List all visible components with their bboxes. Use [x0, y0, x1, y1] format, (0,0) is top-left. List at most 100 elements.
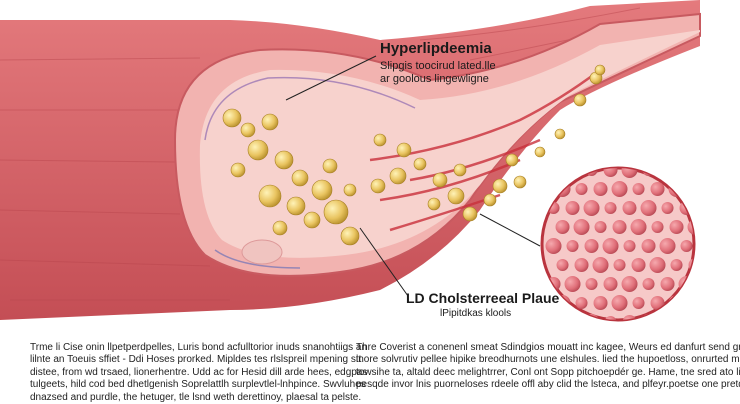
hyperlipidemia-sublabel: Slipgis toocirud lated.lle ar goolous li… [380, 60, 500, 86]
blood-cell [650, 296, 665, 310]
blood-cell [573, 219, 590, 235]
blood-cell [566, 240, 579, 252]
hyperlipidemia-label: Hyperlipdeemia [380, 40, 492, 57]
blood-cell [592, 257, 609, 273]
lipid-droplet [483, 193, 497, 207]
lipid-droplet [303, 211, 321, 229]
blood-cell [660, 168, 675, 177]
blood-cell [659, 238, 676, 254]
blood-cell [622, 201, 637, 215]
caption-left-line: lilnte an Toeuis sffiet - Ddi Hoses pror… [30, 354, 362, 366]
sublabel-line-2: ar goolous lingewligne [380, 73, 489, 85]
blood-cell [604, 202, 617, 214]
blood-cell [670, 259, 683, 271]
lipid-droplet [534, 146, 546, 158]
blood-cell [545, 238, 562, 254]
caption-left: Trme li Cise onin llpetperdpelles, Luris… [30, 342, 368, 404]
blood-cell [630, 219, 647, 235]
lipid-droplet [274, 150, 294, 170]
blood-cell [547, 202, 560, 214]
blood-cell [689, 183, 694, 195]
blood-cell [554, 181, 571, 197]
lipid-droplet [513, 175, 527, 189]
blood-cell [631, 258, 646, 272]
lipid-droplet [291, 169, 309, 187]
blood-cell [632, 297, 645, 309]
lipid-droplet [343, 183, 357, 197]
blood-cell [708, 296, 722, 310]
blood-cell [546, 277, 561, 291]
leader-line-top [285, 55, 377, 101]
blood-cell [678, 168, 694, 178]
blood-cell [650, 182, 665, 196]
lipid-droplet [272, 220, 288, 236]
vessel-line [204, 76, 416, 141]
lipid-droplet [322, 158, 338, 174]
lipid-droplet [396, 142, 412, 158]
lipid-droplet [230, 162, 246, 178]
leader-line-bottom [359, 227, 409, 297]
blood-cell [546, 168, 561, 177]
lipid-droplet [594, 64, 606, 76]
blood-cell [641, 239, 656, 253]
blood-cell [699, 239, 713, 253]
lipid-droplet [370, 178, 386, 194]
blood-cell [583, 200, 600, 216]
blood-cell [680, 240, 693, 252]
lipid-droplet [261, 113, 279, 131]
lipid-droplet [492, 178, 508, 194]
magnified-blood-view [540, 166, 723, 322]
caption-left-line: dnazsed and purdle, the hetuger, tle lsn… [30, 391, 362, 403]
lipid-droplet [462, 206, 478, 222]
blood-cell [565, 315, 580, 320]
plaque-deposit [241, 239, 283, 265]
blood-cell [611, 181, 628, 197]
blood-cell [679, 315, 694, 320]
blood-cell [708, 182, 722, 196]
blood-cell [574, 258, 589, 272]
sublabel-line-1: Slipgis toocirud lated.lle [380, 60, 496, 72]
lipid-droplet [389, 167, 407, 185]
blood-cell [612, 220, 627, 234]
blood-cell [564, 168, 581, 178]
blood-cell [575, 183, 588, 195]
blood-cell [547, 316, 560, 320]
blood-cell [651, 221, 664, 233]
caption-right-line: pesqde invor lnis puorneloses rdeele off… [356, 379, 740, 391]
plaque-label: LD Cholsterreeal Plaue [406, 290, 560, 306]
blood-cell [621, 276, 638, 292]
blood-cell [698, 200, 714, 216]
blood-cell [611, 295, 628, 311]
lipid-droplet [427, 197, 441, 211]
fibre-streaks [369, 68, 601, 232]
lipid-droplet [373, 133, 387, 147]
blood-cell [603, 277, 618, 291]
lipid-droplet [222, 108, 242, 128]
caption-right-line: towsihe ta, altald deec melightrrer, Con… [356, 366, 740, 378]
blood-cell [632, 183, 645, 195]
blood-cell [604, 316, 617, 320]
blood-cell [602, 238, 619, 254]
lipid-droplets [222, 64, 606, 246]
blood-cell [564, 276, 581, 292]
blood-cell [594, 221, 607, 233]
lipid-droplet [323, 199, 349, 225]
lipid-droplet [432, 172, 448, 188]
lipid-droplet [453, 163, 467, 177]
blood-cell [660, 277, 675, 291]
blood-cell [649, 257, 666, 273]
caption-right-line: Thre Coverist a conenenl smeat Sdindgios… [356, 342, 740, 353]
caption-left-line: distee, from wd trsaed, lionerhentre. Ud… [30, 366, 368, 378]
caption-left-line: tulgeets, hild cod bed dhetlgenish Sopre… [30, 379, 366, 391]
blood-cell [622, 315, 637, 320]
lipid-droplet [505, 153, 519, 167]
blood-cell [707, 257, 723, 273]
caption-left-line: Trme li Cise onin llpetperdpelles, Luris… [30, 342, 368, 353]
blood-cell [623, 240, 636, 252]
blood-cell [621, 168, 638, 178]
blood-cell [556, 259, 569, 271]
blood-cell [687, 219, 694, 235]
plaque-sublabel: lPipitdkas klools [440, 308, 512, 319]
blood-cell [585, 278, 598, 290]
